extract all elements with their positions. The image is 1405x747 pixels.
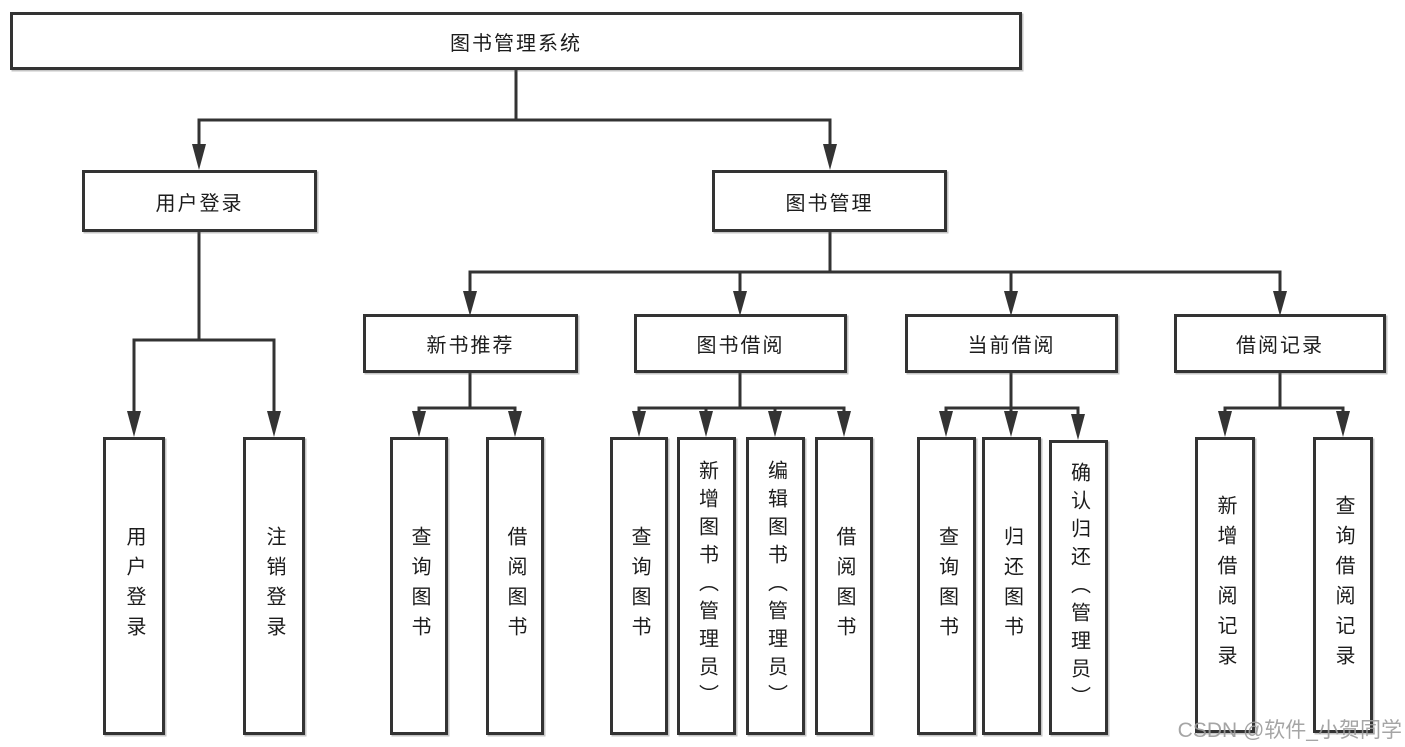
node-current-borrow: 当前借阅 [905,314,1118,373]
leaf-borrow-add-admin-label: 新增图书（管理员） [695,460,718,712]
leaf-current-return: 归还图书 [982,437,1041,735]
leaf-borrow-query-label: 查询图书 [628,526,650,646]
leaf-current-query: 查询图书 [917,437,976,735]
leaf-records-add: 新增借阅记录 [1195,437,1255,733]
leaf-newbooks-borrow-label: 借阅图书 [504,526,526,646]
leaf-logout-label: 注销登录 [263,526,285,646]
leaf-current-confirm-admin: 确认归还（管理员） [1049,440,1108,735]
branch-borrow-arrowheads [632,411,851,437]
node-book-manage: 图书管理 [712,170,947,232]
node-new-book-recommend: 新书推荐 [363,314,578,373]
leaf-logout: 注销登录 [243,437,305,735]
leaf-records-add-label: 新增借阅记录 [1214,495,1236,675]
leaf-borrow-query: 查询图书 [610,437,668,735]
node-new-book-recommend-label: 新书推荐 [426,335,515,357]
branch-login-arrowheads [127,411,281,437]
branch-root [197,70,832,148]
node-library-system-label: 图书管理系统 [450,32,582,55]
node-borrow-records-label: 借阅记录 [1236,335,1324,357]
branch-current [944,373,1080,414]
branch-manage-arrowheads [463,291,1287,316]
node-borrow-records: 借阅记录 [1174,314,1386,373]
branch-root-arrowheads [192,144,837,170]
csdn-watermark: CSDN @软件_小贺同学 [1177,719,1402,742]
leaf-current-return-label: 归还图书 [1000,526,1023,646]
leaf-user-login-label: 用户登录 [123,526,145,646]
leaf-borrow-edit-admin-label: 编辑图书（管理员） [764,460,787,712]
node-book-manage-label: 图书管理 [785,192,874,215]
leaf-borrow-add-admin: 新增图书（管理员） [677,437,736,735]
leaf-current-confirm-admin-label: 确认归还（管理员） [1067,461,1090,714]
branch-manage [468,232,1282,294]
branch-login [132,232,276,413]
branch-records [1223,373,1345,414]
node-user-login-label: 用户登录 [155,192,244,215]
branch-current-arrowheads [939,411,1085,440]
leaf-user-login: 用户登录 [103,437,165,735]
leaf-records-query: 查询借阅记录 [1313,437,1373,733]
node-current-borrow-label: 当前借阅 [967,335,1056,357]
leaf-borrow-borrow-label: 借阅图书 [833,526,855,646]
branch-borrow [637,373,846,414]
leaf-current-query-label: 查询图书 [935,526,958,646]
node-library-system: 图书管理系统 [10,12,1022,70]
branch-records-arrowheads [1218,411,1350,437]
node-book-borrow: 图书借阅 [634,314,847,373]
node-book-borrow-label: 图书借阅 [696,335,785,357]
leaf-records-query-label: 查询借阅记录 [1332,495,1354,675]
branch-new-books-arrowheads [412,411,522,437]
branch-new-books [417,373,517,414]
leaf-newbooks-query-label: 查询图书 [408,526,430,646]
leaf-borrow-edit-admin: 编辑图书（管理员） [746,437,805,735]
leaf-newbooks-borrow: 借阅图书 [486,437,544,735]
leaf-newbooks-query: 查询图书 [390,437,448,735]
leaf-borrow-borrow: 借阅图书 [815,437,873,735]
node-user-login: 用户登录 [82,170,317,232]
